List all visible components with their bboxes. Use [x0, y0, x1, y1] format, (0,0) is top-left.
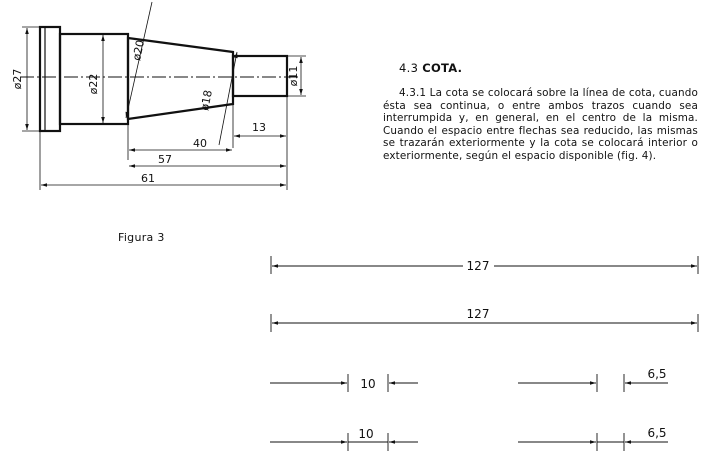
figure3-dimension-values: ø27 ø22 ø20 ø18 ø11 40 13 57 61	[11, 39, 300, 185]
figure4-dimension-values: 127 127 10 6,5 10 6,5	[358, 259, 666, 441]
example-long-interrupted	[270, 256, 699, 274]
dim-10-interrupted-text: 10	[360, 377, 375, 391]
shaft-flange	[38, 25, 62, 133]
dim-d11-text: ø11	[287, 66, 300, 87]
dim-10-continuous-text: 10	[358, 427, 373, 441]
dim-40-text: 40	[193, 137, 207, 150]
dim-127-continuous-text: 127	[467, 307, 490, 321]
figure3-shaft-drawing	[20, 1, 306, 190]
section-number: 4.3	[399, 61, 419, 75]
dim-61-text: 61	[141, 172, 155, 185]
figure3-caption: Figura 3	[118, 231, 165, 244]
dimension-lines	[25, 1, 303, 187]
section-title: COTA.	[422, 61, 463, 75]
dim-d22-text: ø22	[87, 74, 100, 95]
dim-d27-text: ø27	[11, 69, 24, 90]
dim-line-d20	[125, 1, 153, 119]
dim-d20-text: ø20	[130, 39, 147, 62]
dim-57-text: 57	[158, 153, 172, 166]
dim-127-interrupted-text: 127	[467, 259, 490, 273]
dim-d18-text: ø18	[198, 89, 215, 112]
section-paragraph: 4.3.1 La cota se colocará sobre la línea…	[383, 87, 698, 162]
dim-6-5-continuous-text: 6,5	[647, 426, 666, 440]
example-short-6-5-interrupted	[518, 374, 668, 392]
example-long-continuous	[270, 314, 699, 332]
dim-13-text: 13	[252, 121, 266, 134]
extension-lines	[22, 26, 306, 190]
figure4-dimension-examples	[270, 256, 699, 451]
dim-line-d18	[218, 51, 238, 146]
example-short-10-interrupted	[270, 374, 418, 392]
example-short-10-continuous	[270, 433, 418, 451]
shaft-outline	[38, 25, 289, 133]
shaft-end-pin	[231, 54, 289, 98]
dim-6-5-interrupted-text: 6,5	[647, 367, 666, 381]
example-short-6-5-continuous	[518, 433, 668, 451]
